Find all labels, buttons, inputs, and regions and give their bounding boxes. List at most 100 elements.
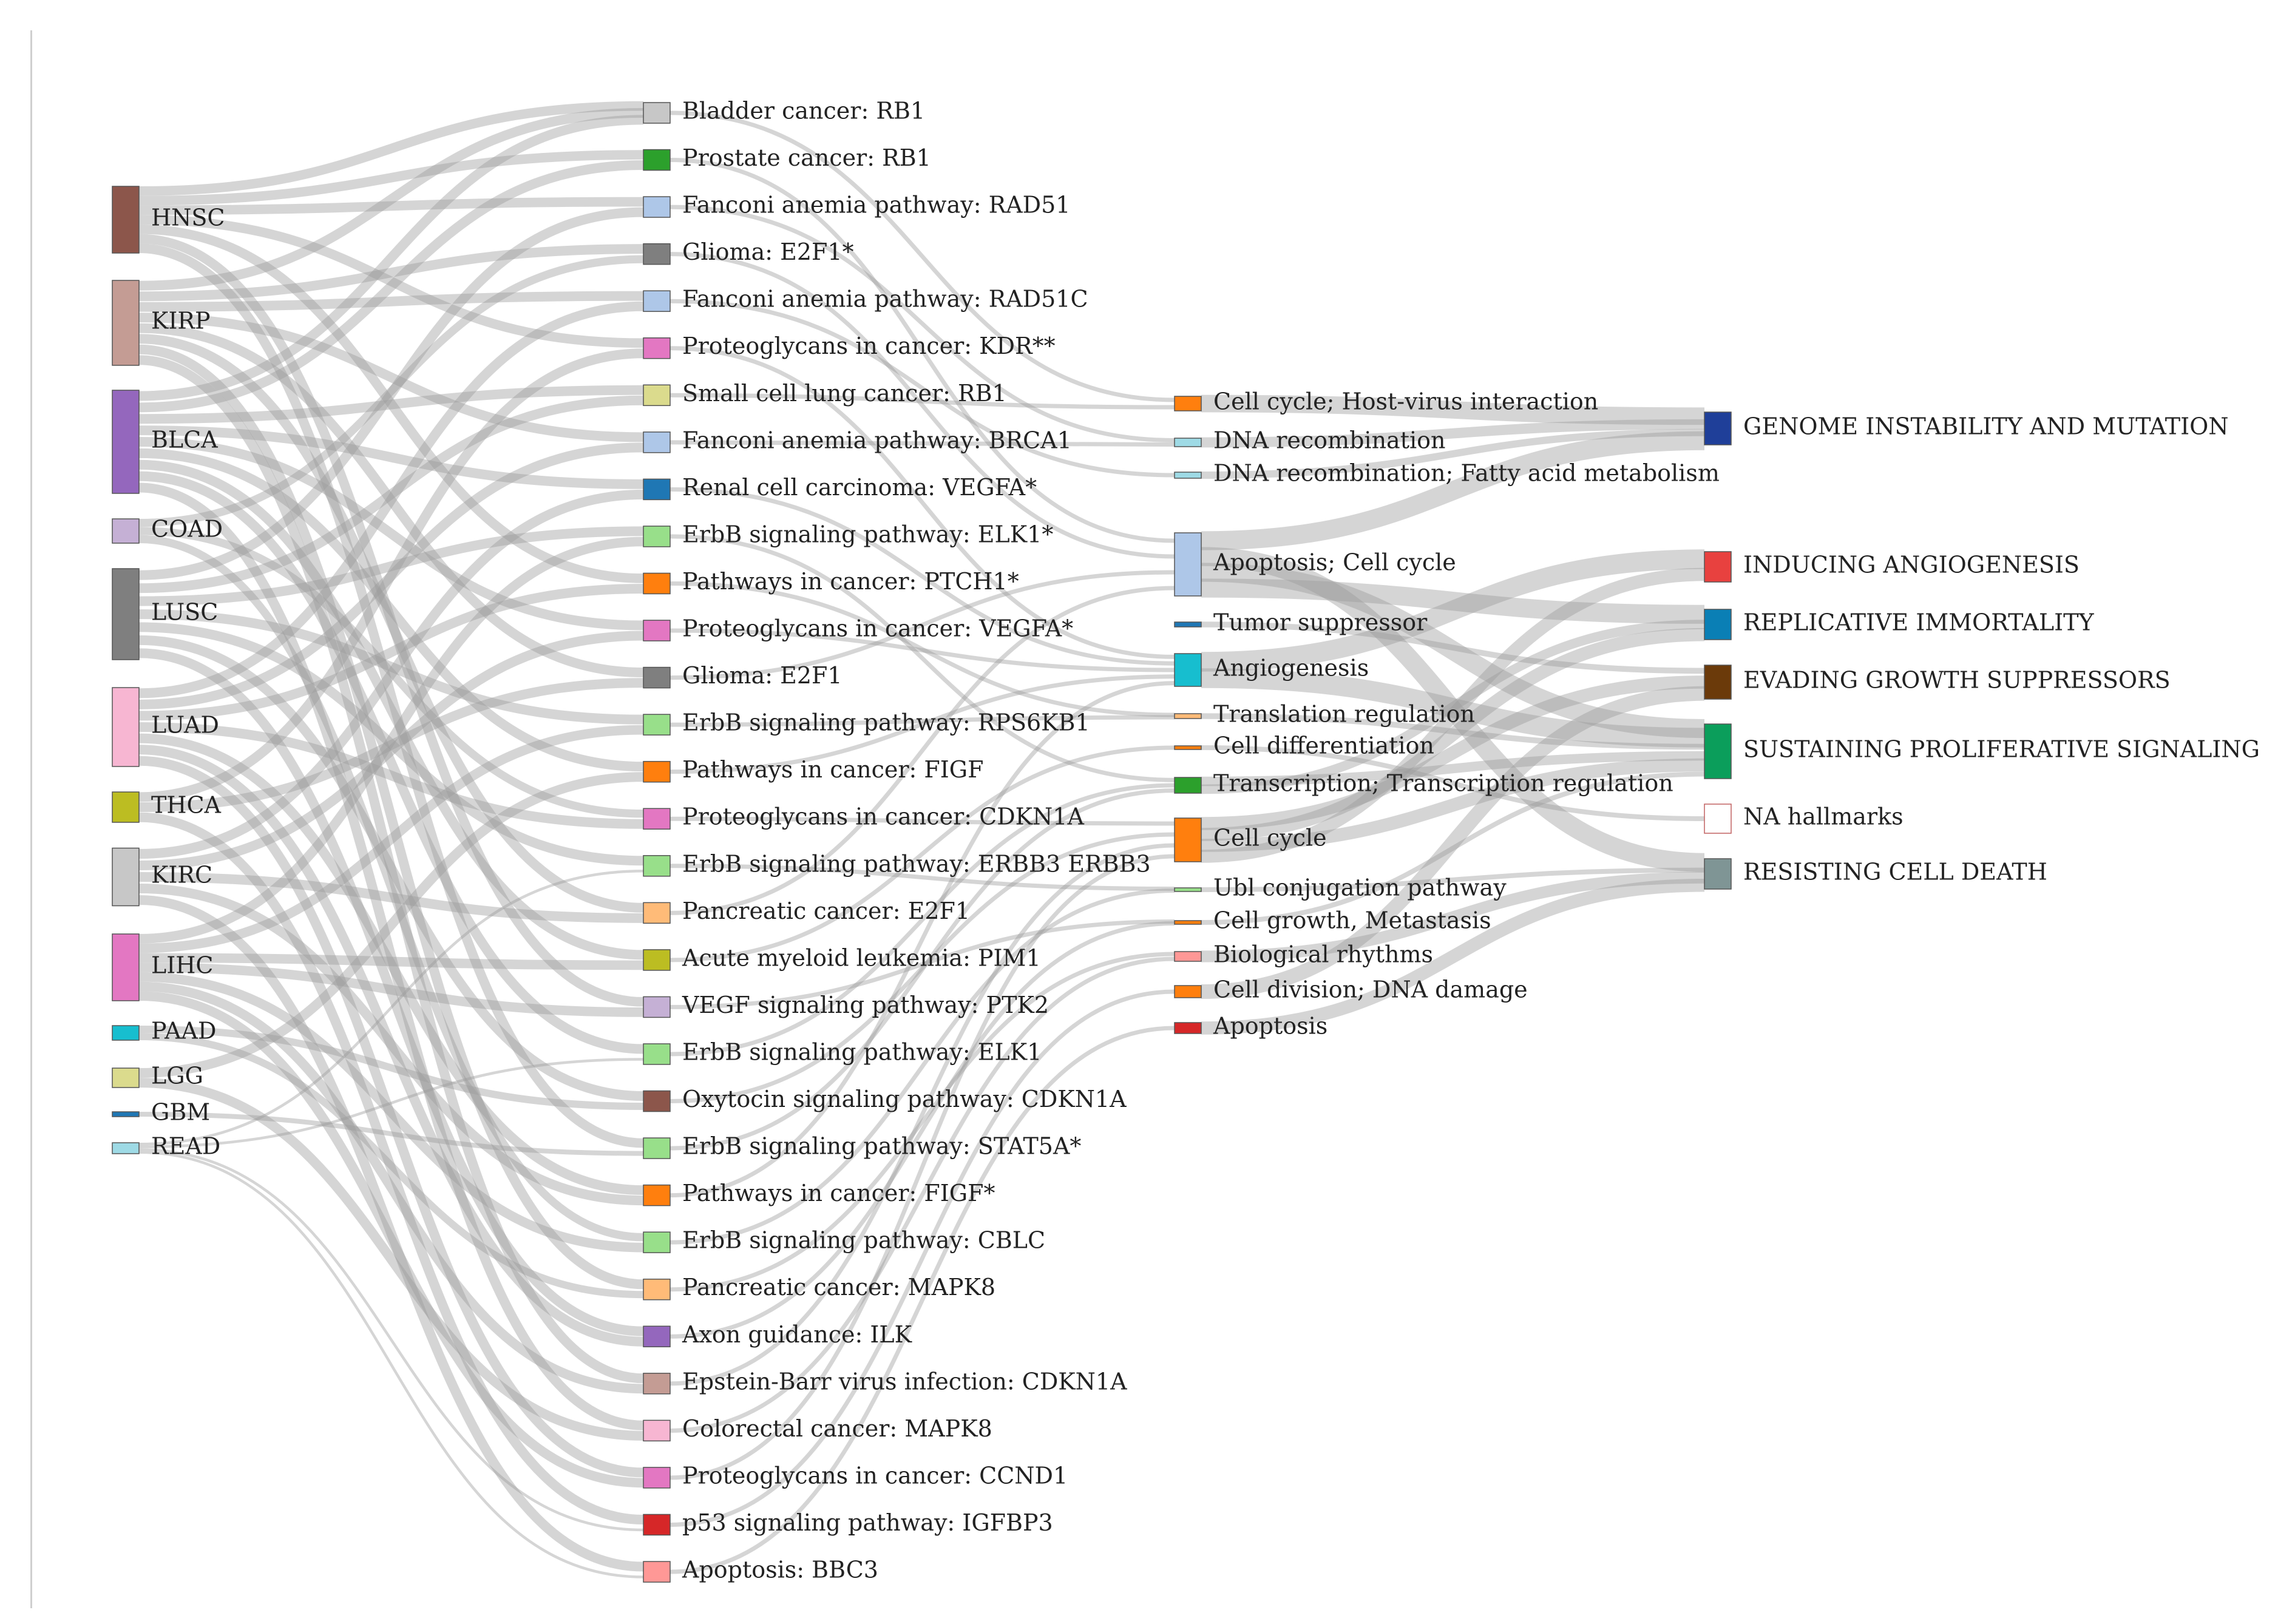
hallmark-node-bar [1704, 858, 1732, 890]
link-cancer-pathway [138, 870, 644, 1146]
pathway-node[interactable]: Axon guidance: ILK [643, 1321, 912, 1348]
pathway-node[interactable]: Proteoglycans in cancer: CCND1 [643, 1462, 1068, 1489]
pathway-node[interactable]: Pancreatic cancer: MAPK8 [643, 1274, 995, 1301]
cancer-node[interactable]: LGG [112, 1063, 203, 1089]
pathway-node[interactable]: Proteoglycans in cancer: KDR** [643, 333, 1056, 359]
cancer-node[interactable]: GBM [112, 1099, 210, 1126]
pathway-node-label: Proteoglycans in cancer: CCND1 [682, 1462, 1068, 1489]
link-function-hallmark [1201, 867, 1705, 892]
pathway-node[interactable]: Oxytocin signaling pathway: CDKN1A [643, 1086, 1127, 1112]
link-pathway-function [670, 299, 1175, 478]
link-cancer-pathway [138, 243, 644, 1148]
pathway-node-label: Fanconi anemia pathway: BRCA1 [682, 427, 1072, 453]
pathway-node[interactable]: Prostate cancer: RB1 [643, 144, 931, 171]
hallmark-node[interactable]: GENOME INSTABILITY AND MUTATION [1704, 411, 2228, 445]
function-node[interactable]: Biological rhythms [1174, 941, 1433, 968]
pathway-node[interactable]: Small cell lung cancer: RB1 [643, 380, 1007, 407]
pathway-node[interactable]: ErbB signaling pathway: ELK1 [643, 1038, 1042, 1065]
hallmark-node[interactable]: INDUCING ANGIOGENESIS [1704, 551, 2080, 583]
function-node[interactable]: Apoptosis; Cell cycle [1174, 532, 1456, 597]
hallmark-node[interactable]: RESISTING CELL DEATH [1704, 858, 2047, 890]
function-node[interactable]: DNA recombination [1174, 427, 1445, 454]
left-border-line [30, 30, 32, 1608]
function-node-label: Apoptosis [1213, 1013, 1327, 1040]
hallmark-node[interactable]: SUSTAINING PROLIFERATIVE SIGNALING [1704, 723, 2260, 779]
cancer-node[interactable]: KIRP [112, 280, 211, 366]
pathway-node[interactable]: Epstein-Barr virus infection: CDKN1A [643, 1368, 1127, 1395]
link-pathway-function [670, 854, 1175, 1480]
cancer-node[interactable]: HNSC [112, 186, 225, 254]
function-node[interactable]: Ubl conjugation pathway [1174, 875, 1507, 901]
pathway-node[interactable]: Bladder cancer: RB1 [643, 98, 925, 124]
pathway-node[interactable]: Pathways in cancer: FIGF [643, 756, 984, 783]
pathway-node[interactable]: Glioma: E2F1 [643, 662, 843, 689]
link-cancer-pathway [138, 482, 644, 1430]
link-function-hallmark [1201, 549, 1705, 672]
link-function-hallmark [1201, 567, 1705, 863]
pathway-node[interactable]: ErbB signaling pathway: ELK1* [643, 521, 1053, 547]
function-node-bar [1174, 745, 1202, 750]
pathway-node[interactable]: ErbB signaling pathway: STAT5A* [643, 1133, 1081, 1160]
pathway-node[interactable]: Colorectal cancer: MAPK8 [643, 1415, 992, 1442]
link-function-hallmark [1201, 878, 1705, 1035]
hallmark-node-bar [1704, 551, 1732, 583]
pathway-node[interactable]: Fanconi anemia pathway: BRCA1 [643, 427, 1072, 453]
link-pathway-function [670, 745, 1175, 963]
link-cancer-pathway [138, 953, 644, 970]
pathway-node[interactable]: Glioma: E2F1* [643, 239, 854, 265]
cancer-node[interactable]: THCA [112, 791, 222, 823]
function-node-bar [1174, 653, 1202, 687]
link-cancer-pathway [138, 1058, 644, 1148]
link-pathway-function [670, 783, 1175, 1057]
cancer-node[interactable]: BLCA [112, 390, 218, 494]
link-pathway-function [670, 440, 1175, 447]
pathway-node-bar [643, 572, 671, 595]
pathway-node[interactable]: Fanconi anemia pathway: RAD51C [643, 286, 1088, 313]
pathway-node[interactable]: VEGF signaling pathway: PTK2 [643, 992, 1049, 1018]
pathway-node[interactable]: Proteoglycans in cancer: VEGFA* [643, 615, 1073, 642]
hallmark-node[interactable]: EVADING GROWTH SUPPRESSORS [1704, 665, 2171, 700]
link-pathway-function [670, 252, 1175, 559]
cancer-node[interactable]: LUAD [112, 687, 219, 767]
function-node[interactable]: Transcription; Transcription regulation [1174, 770, 1673, 797]
pathway-node-bar [643, 1231, 671, 1253]
function-node[interactable]: Apoptosis [1174, 1013, 1327, 1040]
pathway-node[interactable]: ErbB signaling pathway: RPS6KB1 [643, 709, 1090, 736]
link-function-hallmark [1201, 628, 1705, 841]
pathway-node[interactable]: Proteoglycans in cancer: CDKN1A [643, 804, 1084, 830]
cancer-node[interactable]: LUSC [112, 568, 218, 660]
pathway-node[interactable]: Renal cell carcinoma: VEGFA* [643, 474, 1037, 501]
hallmark-node[interactable]: NA hallmarks [1704, 804, 1904, 834]
pathway-node[interactable]: ErbB signaling pathway: CBLC [643, 1227, 1045, 1254]
cancer-node[interactable]: KIRC [112, 847, 212, 907]
pathway-node[interactable]: Pancreatic cancer: E2F1 [643, 898, 970, 924]
function-node[interactable]: Angiogenesis [1174, 653, 1369, 687]
link-cancer-pathway [138, 526, 644, 606]
pathway-node[interactable]: Pathways in cancer: FIGF* [643, 1180, 995, 1206]
cancer-node[interactable]: COAD [112, 516, 223, 544]
pathway-node[interactable]: Fanconi anemia pathway: RAD51 [643, 192, 1070, 218]
function-node[interactable]: Cell growth, Metastasis [1174, 907, 1491, 934]
pathway-node-label: Glioma: E2F1 [682, 662, 843, 689]
function-node[interactable]: Cell cycle [1174, 817, 1327, 862]
function-node[interactable]: DNA recombination; Fatty acid metabolism [1174, 460, 1720, 487]
pathway-node-label: ErbB signaling pathway: STAT5A* [682, 1133, 1081, 1160]
pathway-node[interactable]: p53 signaling pathway: IGFBP3 [643, 1509, 1053, 1536]
hallmark-node[interactable]: REPLICATIVE IMMORTALITY [1704, 609, 2094, 640]
function-node[interactable]: Translation regulation [1174, 701, 1475, 728]
link-cancer-pathway [138, 471, 644, 1054]
link-cancer-pathway [138, 244, 644, 302]
pathway-node[interactable]: ErbB signaling pathway: ERBB3 ERBB3 [643, 850, 1151, 877]
cancer-node[interactable]: READ [112, 1133, 220, 1160]
cancer-node[interactable]: PAAD [112, 1018, 216, 1044]
pathway-node[interactable]: Pathways in cancer: PTCH1* [643, 568, 1019, 595]
link-function-hallmark [1201, 686, 1705, 999]
pathway-node[interactable]: Acute myeloid leukemia: PIM1 [643, 944, 1041, 971]
cancer-node[interactable]: LIHC [112, 933, 213, 1001]
pathway-node[interactable]: Apoptosis: BBC3 [643, 1557, 878, 1583]
function-node[interactable]: Cell differentiation [1174, 732, 1434, 759]
link-cancer-pathway [138, 437, 644, 631]
function-node[interactable]: Tumor suppressor [1174, 609, 1428, 636]
function-node[interactable]: Cell division; DNA damage [1174, 976, 1528, 1003]
function-node[interactable]: Cell cycle; Host-virus interaction [1174, 388, 1598, 415]
